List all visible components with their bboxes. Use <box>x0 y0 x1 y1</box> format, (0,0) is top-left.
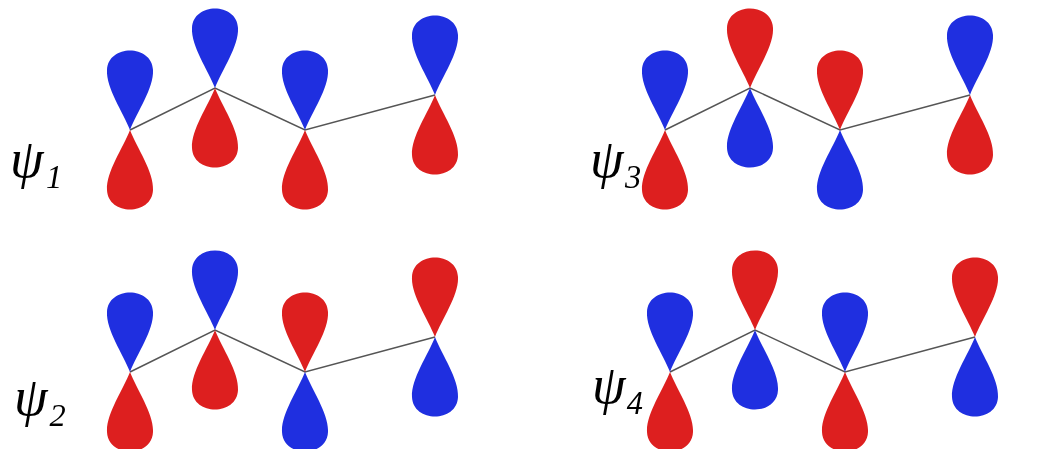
orbital-set <box>107 9 458 210</box>
bond-line <box>665 88 970 130</box>
bond-line <box>130 330 435 372</box>
orbital-label: ψ₃ <box>590 132 642 186</box>
orbital-label: ψ₁ <box>10 132 62 186</box>
orbital-set <box>642 9 993 210</box>
orbital-set <box>107 251 458 449</box>
orbital-set <box>647 251 998 449</box>
bond-line <box>130 88 435 130</box>
bond-line <box>670 330 975 372</box>
orbital-label: ψ₂ <box>14 370 66 424</box>
orbital-label: ψ₄ <box>592 358 644 412</box>
